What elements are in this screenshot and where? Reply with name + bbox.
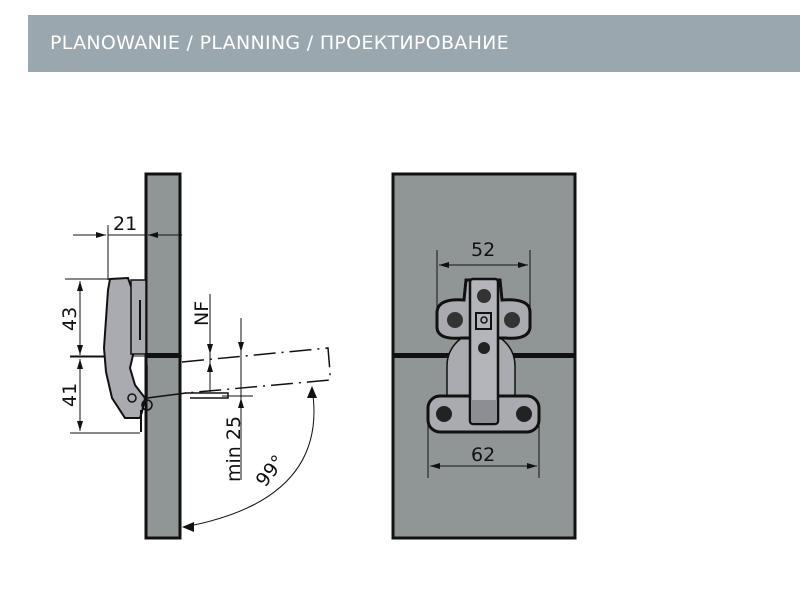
dim-21-label: 21 bbox=[113, 213, 137, 235]
angle-arc bbox=[183, 387, 315, 528]
front-view: 52 62 bbox=[391, 172, 577, 540]
dim-min25-label: min 25 bbox=[223, 416, 245, 482]
side-view: 21 43 41 NF min 25 99° bbox=[59, 172, 331, 540]
header-bar: PLANOWANIE / PLANNING / ПРОЕКТИРОВАНИЕ bbox=[28, 15, 800, 72]
header-title: PLANOWANIE / PLANNING / ПРОЕКТИРОВАНИЕ bbox=[50, 32, 509, 54]
dim-52-label: 52 bbox=[471, 239, 495, 261]
dim-41-label: 41 bbox=[59, 383, 81, 407]
dim-43-label: 43 bbox=[59, 307, 81, 331]
mounting-plate bbox=[130, 279, 147, 355]
angle-99-label: 99° bbox=[252, 451, 290, 491]
dim-nf-label: NF bbox=[191, 301, 213, 326]
dim-62-label: 62 bbox=[471, 444, 495, 466]
